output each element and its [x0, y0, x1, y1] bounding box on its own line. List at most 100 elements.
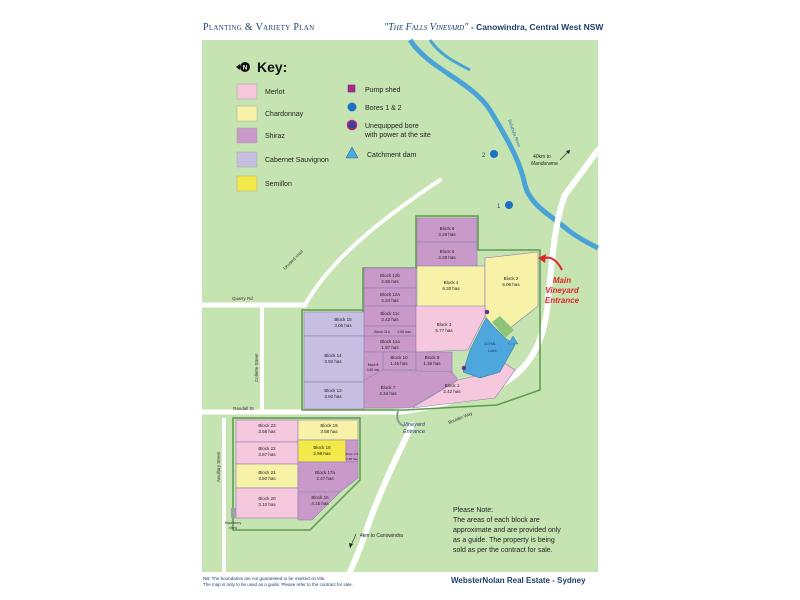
- block-9-name: Block 9: [425, 355, 440, 360]
- block-23-name: Block 23: [258, 423, 276, 428]
- river: [407, 38, 600, 251]
- key-swatch-semillon: [236, 175, 258, 192]
- lake-label-2: Lake: [488, 348, 497, 353]
- block-6: [416, 217, 478, 243]
- block-20: [235, 487, 299, 519]
- key-swatch-cabernet: [236, 151, 258, 168]
- block-4-area: 6.30 has: [442, 286, 460, 291]
- block-17a-area: 2.47 has: [316, 476, 334, 481]
- bore-1-marker: [505, 201, 513, 209]
- key-swatch-chardonnay: [236, 105, 258, 122]
- bore-2-label: 2: [482, 153, 486, 159]
- block-11c-area: 2.42 has: [381, 317, 399, 322]
- roads: [199, 147, 601, 575]
- note-line-3: as a guide. The property is being: [453, 537, 555, 544]
- north-arrow-icon: [240, 62, 250, 72]
- agent-name: WebsterNolan Real Estate - Sydney: [451, 576, 586, 585]
- catchment-dam-marker: [507, 335, 519, 345]
- block-11b-area: 1.06 has: [397, 330, 411, 334]
- block-11a-area: 1.97 has: [381, 345, 399, 350]
- block-8-area: 0.65 has: [367, 368, 380, 372]
- note-title: Please Note:: [453, 507, 493, 514]
- bore-2-marker: [490, 150, 498, 158]
- machinery-shed-label-2: shed: [229, 526, 237, 530]
- block-16-area: 4.15 has: [311, 501, 329, 506]
- block-15-name: Block 15: [334, 317, 352, 322]
- block-21: [235, 463, 299, 489]
- vineyard-location: - Canowindra, Central West NSW: [470, 22, 604, 32]
- to-canowindra-arrowhead: [349, 543, 353, 548]
- block-23-area: 3.58 has: [258, 429, 276, 434]
- block-17b-area: 0.86 has: [346, 457, 358, 461]
- to-canowindra-label: 4km to Canowindra: [360, 533, 403, 539]
- lake-label: 107ML: [484, 341, 497, 346]
- block-19-name: Block 19: [320, 423, 338, 428]
- block-20-name: Block 20: [258, 496, 276, 501]
- block-13-area: 3.92 has: [324, 394, 342, 399]
- key-swatch-merlot: [236, 83, 258, 100]
- canowindra-road: [347, 422, 415, 575]
- lake: [462, 317, 516, 379]
- block-11a-name: Block 11a: [380, 339, 400, 344]
- lake-island: [492, 316, 514, 338]
- unequipped-bore-marker-south: [461, 365, 467, 371]
- main-entrance-arrowhead: [538, 254, 546, 263]
- block-7-name: Block 7: [381, 385, 396, 390]
- to-mandurama-arrowhead: [566, 150, 570, 154]
- block-5-area: 3.28 has: [438, 255, 456, 260]
- block-16: [297, 491, 341, 521]
- block-14-area: 3.92 has: [324, 359, 342, 364]
- unused-road: [303, 178, 442, 307]
- unequipped-bore-marker-north: [484, 309, 490, 315]
- block-11c-name: Block 11c: [380, 311, 400, 316]
- catchment-dam-icon: [345, 146, 359, 159]
- footer-disclaimer: NB: The boundaries are not guaranteed to…: [203, 576, 403, 588]
- collette-street-label: Collette Street: [254, 353, 259, 382]
- key-title: Key:: [257, 59, 287, 75]
- key-label-unequipped-bore-2: with power at the site: [364, 132, 431, 139]
- block-14-name: Block 14: [324, 353, 342, 358]
- disclaimer-line-1: NB: The boundaries are not guaranteed to…: [203, 576, 326, 581]
- ancillary-street-label: Ancillary Street: [216, 451, 221, 482]
- key-label-merlot: Merlot: [265, 89, 285, 96]
- vineyard-entrance-line1: Vineyard: [403, 422, 426, 428]
- unequipped-bore-icon: [346, 119, 358, 131]
- block-12a-name: Block 12a: [380, 292, 400, 297]
- block-17a-name: Block 17a: [315, 470, 335, 475]
- block-14: [303, 335, 365, 383]
- key-swatch-shiraz: [236, 127, 258, 144]
- block-17b-name: Block 17b: [345, 452, 359, 456]
- block-12b-area: 2.65 has: [381, 279, 399, 284]
- block-20-area: 3.10 has: [258, 502, 276, 507]
- machinery-shed-marker: [231, 508, 236, 518]
- header-left-title: Planting & Variety Plan: [203, 22, 315, 33]
- block-6-area: 3.29 has: [438, 232, 456, 237]
- block-12a: [363, 287, 417, 307]
- main-entrance-line3: Entrance: [545, 296, 580, 305]
- block-3-name: Block 3: [437, 322, 452, 327]
- block-18-area: 2.98 has: [313, 451, 331, 456]
- block-12b: [363, 267, 417, 289]
- block-15-area: 3.06 has: [334, 323, 352, 328]
- block-9-area: 1.36 has: [423, 361, 441, 366]
- block-10-name: Block 10: [390, 355, 408, 360]
- key-label-unequipped-bore-1: Unequipped bore: [365, 123, 419, 130]
- please-note: Please Note: The areas of each block are…: [453, 507, 561, 554]
- block-7-area: 4.34 has: [379, 391, 397, 396]
- block-3: [415, 305, 486, 353]
- main-entrance-line1: Main: [553, 276, 571, 285]
- key-label-pump-shed: Pump shed: [365, 87, 401, 94]
- note-line-4: sold as per the contract for sale.: [453, 547, 553, 554]
- disclaimer-line-2: The map is only to be used as a guide. P…: [203, 582, 353, 587]
- key-label-bores: Bores 1 & 2: [365, 105, 402, 112]
- header-right: "The Falls Vineyard" - Canowindra, Centr…: [384, 22, 603, 33]
- block-3-area: 5.77 has: [435, 328, 453, 333]
- block-2-area: 6.06 has: [502, 282, 520, 287]
- randall-street-label: Randall St: [233, 406, 255, 411]
- block-6-name: Block 6: [440, 226, 455, 231]
- block-21-name: Block 21: [258, 470, 276, 475]
- vineyard-entrance-arrow: [396, 410, 405, 427]
- main-entrance-line2: Vineyard: [545, 286, 580, 295]
- block-4-name: Block 4: [444, 280, 459, 285]
